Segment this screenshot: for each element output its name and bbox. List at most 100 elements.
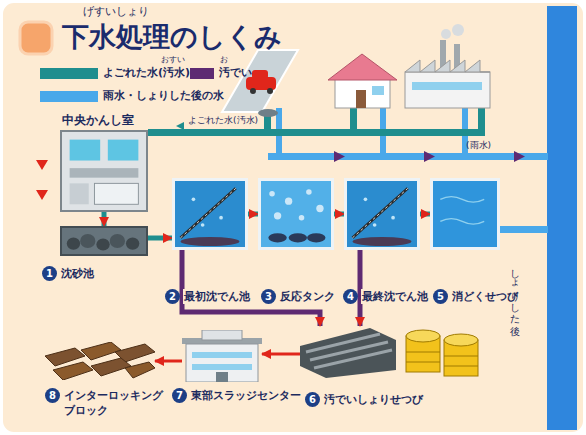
node-art-part <box>70 168 139 178</box>
house-window <box>372 86 384 95</box>
smoke <box>441 29 451 39</box>
factory-body <box>405 72 490 108</box>
node-caption: 7東部スラッジセンター <box>172 388 302 403</box>
node-art-part <box>125 362 155 378</box>
node-heading: 中央かんし室 <box>62 113 134 128</box>
building-node: 7東部スラッジセンター <box>182 330 262 382</box>
node-art-part <box>353 237 412 246</box>
node-art-part <box>96 238 109 250</box>
node-art-part <box>181 188 236 238</box>
node-art-part <box>192 352 252 358</box>
node-art-part <box>81 342 121 360</box>
tank-node: 3反応タンク <box>258 178 334 250</box>
node-art <box>300 326 480 378</box>
callout-number: 5 <box>433 289 448 304</box>
node-caption: 4最終沈でん池 <box>343 289 429 304</box>
car-wheel <box>267 88 273 94</box>
facility-name: 最終沈でん池 <box>361 289 429 304</box>
callout-number: 8 <box>45 388 60 403</box>
node-art-part <box>202 330 242 340</box>
node-art-part <box>219 216 223 220</box>
facility-name: 消どくせつび <box>451 289 519 304</box>
node-art <box>261 181 331 247</box>
car-wheel <box>250 88 256 94</box>
node-art-part <box>70 140 101 161</box>
flow-connector <box>358 250 363 326</box>
tank-node: 4最終沈でん池 <box>344 178 420 250</box>
facility-name: 反応タンク <box>279 289 336 304</box>
smoke <box>452 24 464 36</box>
node-caption: 2最初沈でん池 <box>165 289 251 304</box>
node-caption: 1沈砂池 <box>42 266 95 281</box>
node-art <box>182 330 262 382</box>
node-art-part <box>186 344 258 382</box>
treated-water-pipe <box>500 226 548 233</box>
node-art-part <box>440 197 484 203</box>
node-art-part <box>268 233 286 242</box>
node-art <box>45 342 155 380</box>
sewage-pipe <box>148 129 485 136</box>
flow-arrow <box>36 190 48 200</box>
node-art-part <box>181 188 236 238</box>
node-art-part <box>126 238 139 250</box>
facility-name: 沈砂池 <box>60 266 95 281</box>
flow-connector <box>102 212 107 226</box>
flow-arrow <box>176 122 184 130</box>
legend-text: 雨水・しょりした後の水 <box>103 88 224 104</box>
node-art-part <box>269 191 275 197</box>
node-caption: 中央かんし室 <box>62 113 134 128</box>
node-art-part <box>94 183 138 204</box>
node-art-part <box>108 140 139 161</box>
annotation-label: お <box>220 55 228 65</box>
annotation-label: おすい <box>161 55 185 65</box>
node-caption: 3反応タンク <box>261 289 336 304</box>
node-art-part <box>181 237 240 246</box>
node-art-part <box>274 212 281 219</box>
legend-swatch <box>40 68 98 79</box>
machine-node: 6汚でいしょりせつび <box>300 326 480 378</box>
node-art-part <box>261 181 331 247</box>
annotation-label: よごれた水(汚水) <box>188 115 258 126</box>
flow-arrow <box>36 160 48 170</box>
facility-name: インターロッキング ブロック <box>63 388 164 418</box>
node-art-part <box>80 234 95 248</box>
flow-connector <box>182 250 320 326</box>
node-art-part <box>391 216 395 220</box>
node-art-part <box>70 183 89 204</box>
node-art-part <box>110 234 125 248</box>
node-caption: 6汚でいしょりせつび <box>305 392 424 407</box>
building-node: 中央かんし室 <box>60 130 148 212</box>
node-art <box>433 181 497 247</box>
rain-pipe <box>268 153 548 160</box>
node-art-part <box>406 330 440 342</box>
basin-node: 1沈砂池 <box>60 226 148 256</box>
flow-connector <box>248 212 258 217</box>
legend-text: よごれた水(汚水) <box>103 65 190 81</box>
house-body <box>335 78 390 108</box>
node-art-part <box>300 328 396 378</box>
node-art-part <box>306 189 312 195</box>
annotation-label: しょりした後 <box>508 262 520 318</box>
node-art-part <box>201 223 205 227</box>
house-door <box>356 90 366 108</box>
callout-number: 7 <box>172 388 187 403</box>
flow-arrow <box>424 151 435 162</box>
node-art-part <box>307 233 325 242</box>
node-art-part <box>406 352 478 366</box>
facility-name: 東部スラッジセンター <box>190 388 302 403</box>
node-art-part <box>353 188 408 238</box>
node-art <box>347 181 417 247</box>
street <box>222 50 298 112</box>
tank-node: 2最初沈でん池 <box>172 178 248 250</box>
annotation-label: げすいしょり <box>83 5 149 18</box>
callout-number: 1 <box>42 266 57 281</box>
node-art-part <box>285 198 292 205</box>
flow-connector <box>334 212 344 217</box>
house-roof <box>328 54 397 80</box>
node-caption: 5消どくせつび <box>433 289 519 304</box>
node-art-part <box>364 198 368 202</box>
node-art-part <box>192 198 196 202</box>
flow-arrow <box>334 151 345 162</box>
